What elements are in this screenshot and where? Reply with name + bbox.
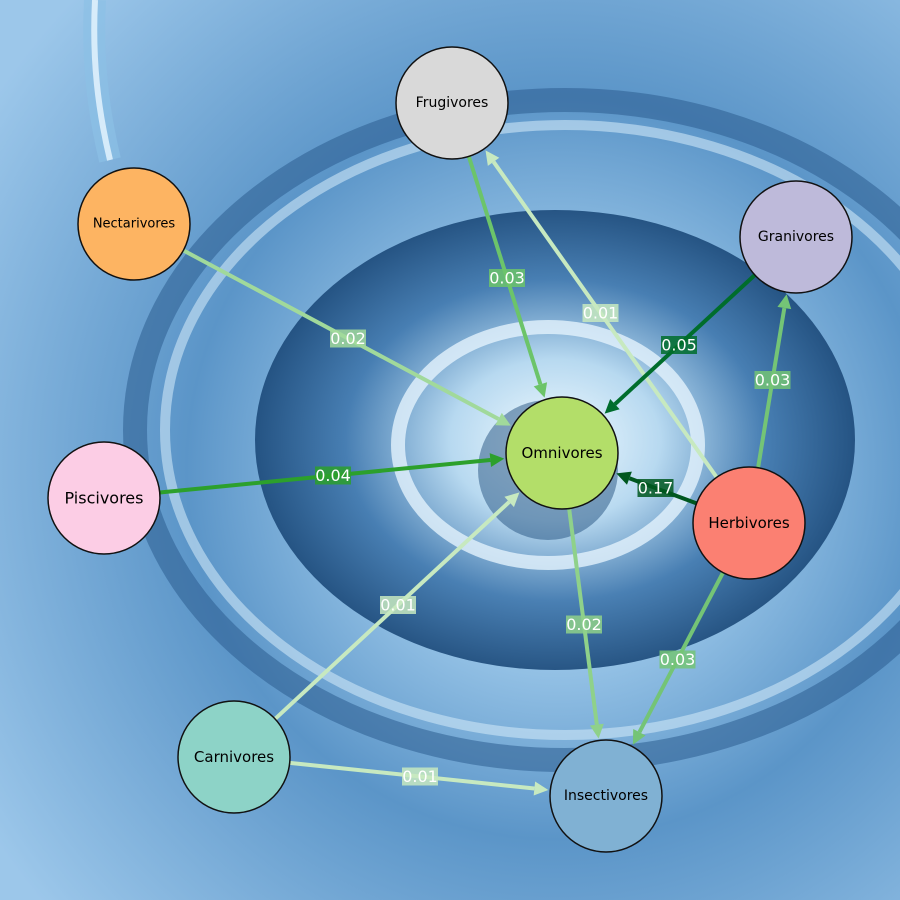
edge-weight-label-bg	[380, 596, 416, 614]
edge-weight-label-bg	[489, 269, 525, 287]
node-circle	[77, 167, 191, 281]
edge-weight-label: 0.17	[637, 479, 674, 498]
edge-weight-label-bg	[402, 767, 438, 786]
edge-weight-text: 0.01	[583, 304, 619, 323]
edge-weight-label-bg	[315, 466, 351, 485]
node-label: Piscivores	[65, 489, 144, 508]
node-frugivores: Frugivores	[395, 46, 509, 160]
node-circle	[549, 739, 663, 853]
edge-weight-label: 0.03	[489, 269, 525, 288]
node-circle	[395, 46, 509, 160]
node-nectarivores: Nectarivores	[77, 167, 191, 281]
node-label: Granivores	[758, 229, 834, 245]
node-circle	[505, 396, 619, 510]
edge-arrowhead	[495, 412, 511, 426]
edge-arrowhead	[604, 399, 620, 414]
node-circle	[692, 466, 806, 580]
edge-weight-text: 0.01	[402, 767, 438, 786]
node-circle	[47, 441, 161, 555]
edge-weight-label-bg	[330, 329, 366, 348]
nodes-layer: FrugivoresNectarivoresGranivoresOmnivore…	[47, 46, 853, 853]
edge-weight-label-bg	[566, 615, 602, 634]
node-label: Frugivores	[416, 95, 489, 111]
node-label: Omnivores	[521, 444, 602, 462]
edge-weight-label: 0.05	[661, 336, 697, 355]
edge-weight-text: 0.17	[638, 479, 674, 498]
edge-weight-label: 0.03	[659, 650, 696, 669]
edge-weight-label: 0.02	[566, 615, 602, 634]
edge-weight-label: 0.04	[315, 466, 351, 485]
edge-arrowhead	[589, 723, 604, 739]
edge-arrowhead	[777, 294, 792, 310]
node-carnivores: Carnivores	[177, 700, 291, 814]
edge-weight-text: 0.02	[566, 615, 602, 634]
edge-weight-text: 0.03	[660, 650, 696, 669]
edge-arrowhead	[485, 150, 500, 166]
edge-arrowhead	[533, 781, 549, 796]
node-label: Carnivores	[194, 748, 274, 766]
node-circle	[739, 180, 853, 294]
edge-weight-text: 0.03	[755, 371, 791, 390]
edge-weight-label: 0.01	[402, 767, 438, 786]
edge-weight-label: 0.01	[380, 596, 416, 615]
edge-arrowhead	[533, 382, 548, 398]
edge-arrowhead	[504, 492, 520, 508]
edge-weight-label-bg	[754, 371, 791, 389]
edge-weight-text: 0.03	[489, 269, 525, 288]
edge-weight-text: 0.02	[330, 329, 366, 348]
node-label: Insectivores	[564, 788, 648, 804]
edge-weight-label: 0.02	[330, 329, 366, 348]
node-label: Nectarivores	[93, 217, 176, 232]
edge-arrowhead	[489, 453, 505, 468]
edge-weight-label: 0.01	[582, 304, 619, 323]
node-label: Herbivores	[708, 514, 789, 532]
edge-weight-label-bg	[582, 304, 619, 322]
edge-weight-text: 0.01	[380, 596, 416, 615]
edge-arrowhead	[632, 728, 646, 745]
node-granivores: Granivores	[739, 180, 853, 294]
edge-weight-text: 0.05	[661, 336, 697, 355]
edge-arrowhead	[616, 471, 632, 485]
edge-weight-label-bg	[661, 336, 697, 354]
node-herbivores: Herbivores	[692, 466, 806, 580]
edge-labels-layer: 0.03 0.01 0.02 0.05 0.03 0.04 0.17 0.01 0.02 0.03…	[315, 269, 791, 786]
edge-weight-label: 0.03	[754, 371, 791, 390]
node-piscivores: Piscivores	[47, 441, 161, 555]
node-omnivores: Omnivores	[505, 396, 619, 510]
node-circle	[177, 700, 291, 814]
edge-weight-text: 0.04	[315, 466, 351, 485]
edge-weight-label-bg	[659, 650, 696, 669]
edge-weight-label-bg	[637, 479, 674, 497]
node-insectivores: Insectivores	[549, 739, 663, 853]
